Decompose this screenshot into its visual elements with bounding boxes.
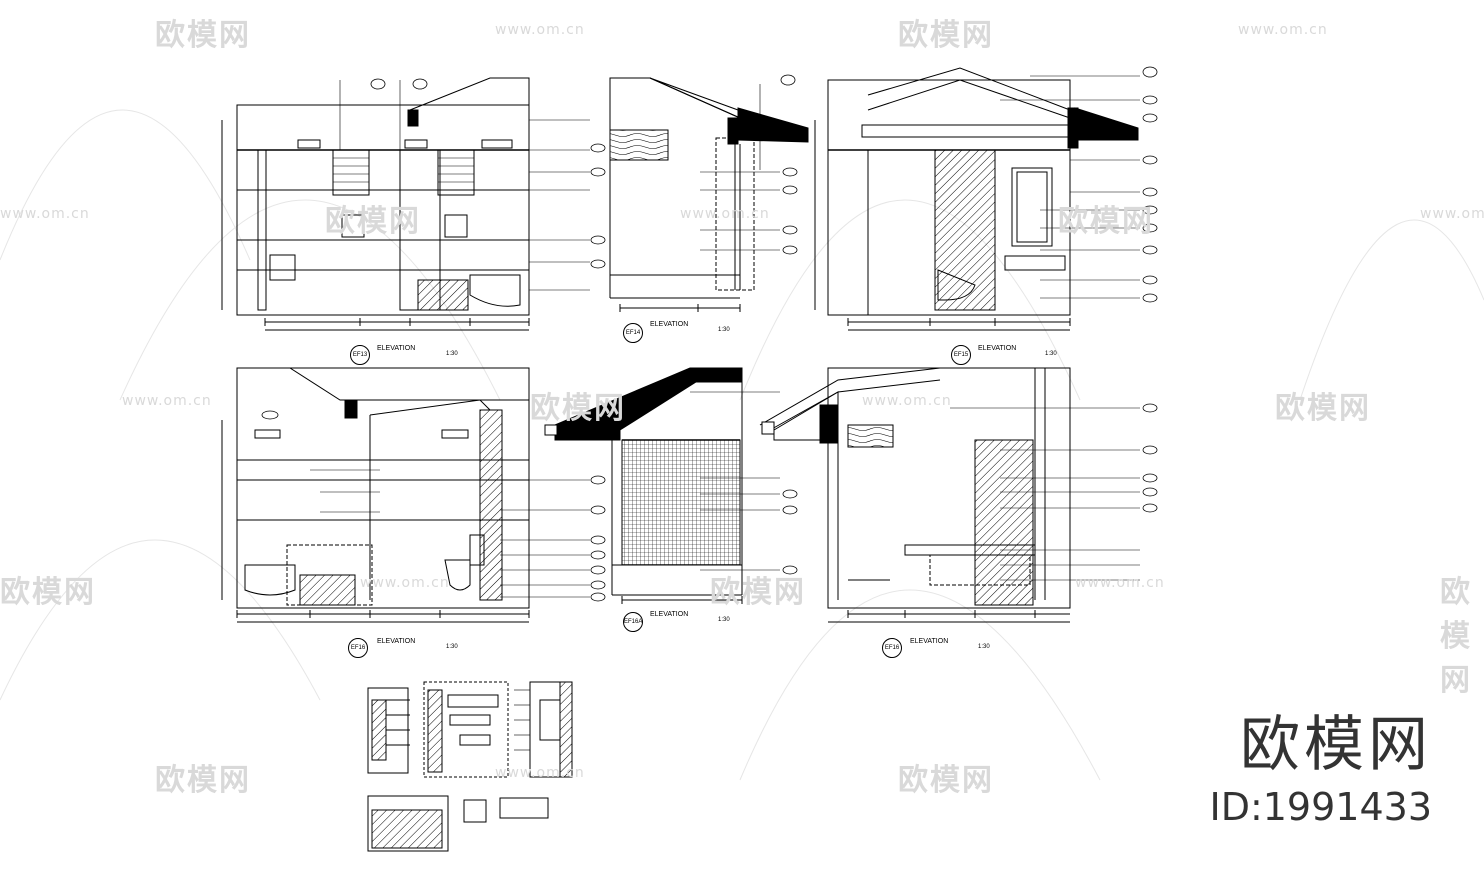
elevation-scale: 1:30 — [446, 351, 458, 357]
watermark-arcs — [0, 109, 1484, 781]
elevation-ef14 — [609, 74, 809, 312]
elevation-title: ELEVATION — [650, 611, 689, 618]
elevation-number: EF15 — [951, 345, 971, 365]
elevation-number: EF16 — [348, 638, 368, 658]
elevation-scale: 1:30 — [718, 617, 730, 623]
elevation-number: EF13 — [350, 345, 370, 365]
elevation-number: EF16A — [623, 612, 643, 632]
elevation-title: ELEVATION — [377, 638, 416, 645]
elevation-number: EF16 — [882, 638, 902, 658]
elevation-scale: 1:30 — [718, 327, 730, 333]
elevation-title: ELEVATION — [910, 638, 949, 645]
detail-drawings — [367, 681, 573, 852]
elevation-scale: 1:30 — [446, 644, 458, 650]
elevation-title: ELEVATION — [978, 345, 1017, 352]
elevation-scale: 1:30 — [1045, 351, 1057, 357]
elevation-ef16-left — [221, 367, 606, 623]
elevation-ef16a — [544, 367, 798, 604]
elevation-ef15 — [814, 66, 1158, 331]
elevation-ef16-right — [759, 367, 1158, 623]
elevation-number: EF14 — [623, 323, 643, 343]
elevation-scale: 1:30 — [978, 644, 990, 650]
model-id: ID:1991433 — [1209, 785, 1432, 829]
elevation-title: ELEVATION — [377, 345, 416, 352]
elevation-title: ELEVATION — [650, 321, 689, 328]
brand-logo-text: 欧模网 — [1240, 710, 1432, 780]
elevation-ef13 — [221, 77, 606, 331]
